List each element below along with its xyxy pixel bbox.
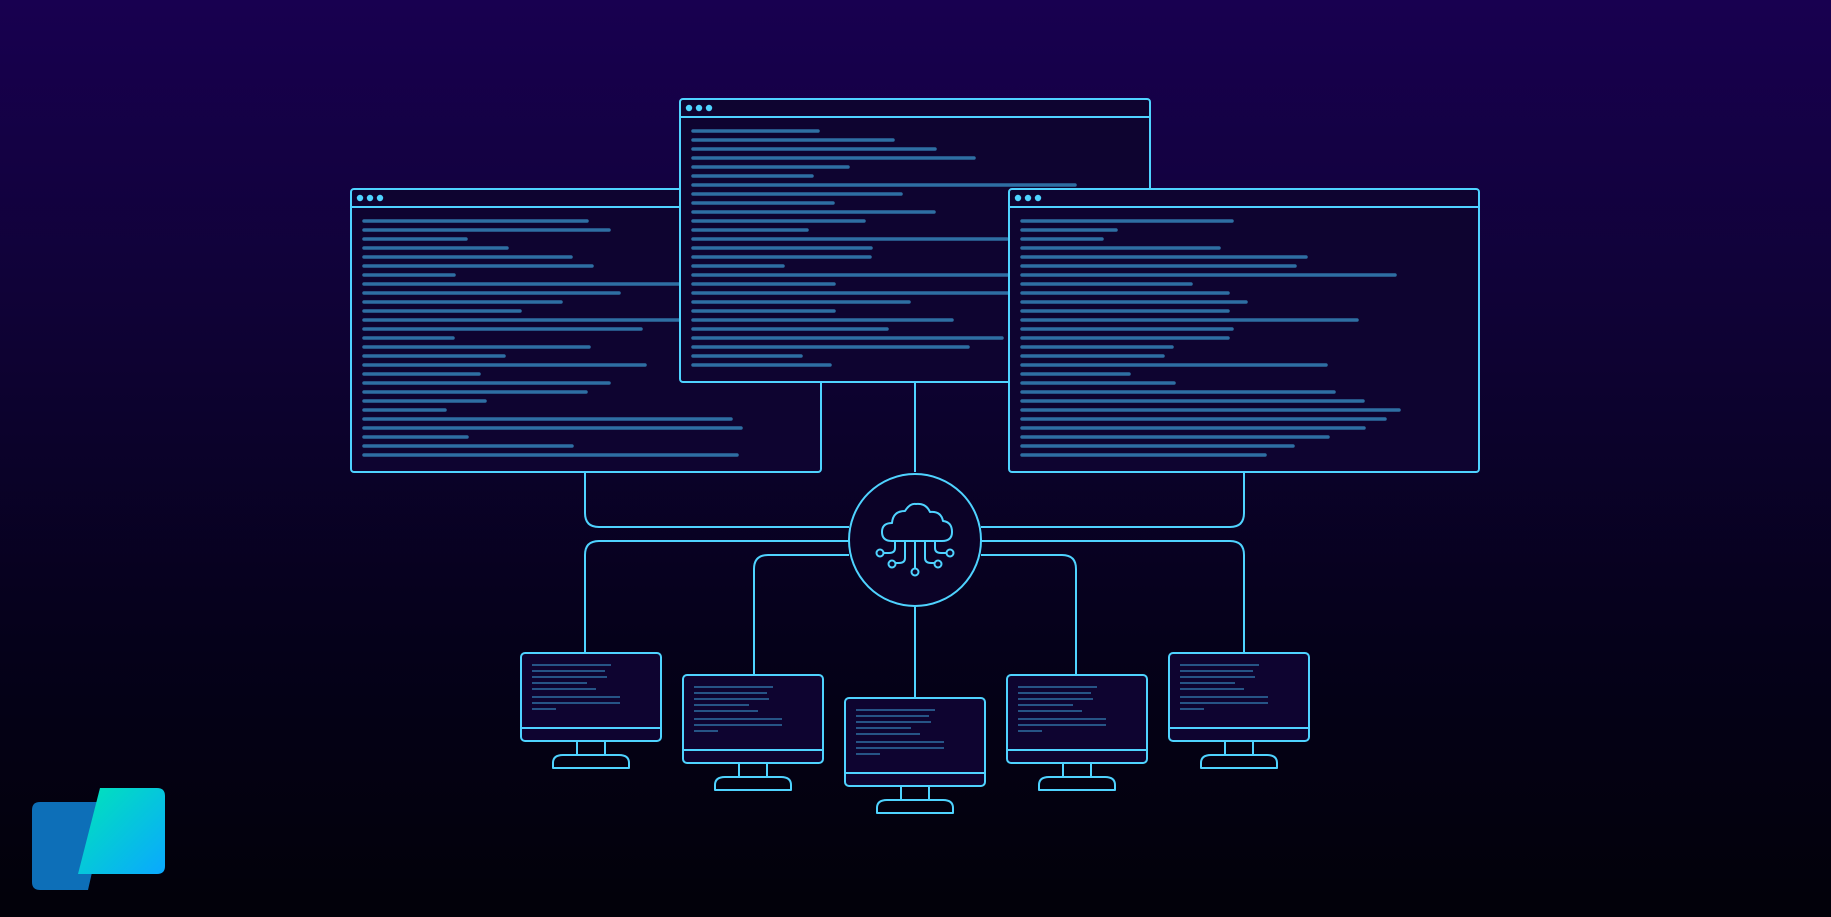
circuit-node (875, 548, 885, 558)
monitor-neck (900, 786, 930, 800)
connector-line-4 (584, 540, 849, 653)
circuit-trace (883, 540, 896, 554)
client-monitor-5 (1168, 652, 1310, 769)
monitor-stand (876, 799, 954, 814)
window-control-dot (685, 104, 693, 112)
cloud-network-icon (875, 502, 955, 577)
monitor-stand (714, 776, 792, 791)
code-windows (350, 98, 1480, 473)
client-monitors (520, 652, 1310, 814)
client-monitor-2 (682, 674, 824, 791)
connector-line-3 (981, 472, 1245, 528)
circuit-trace (924, 540, 935, 564)
window-control-dot (356, 194, 364, 202)
window-control-dot (705, 104, 713, 112)
window-control-dot (1024, 194, 1032, 202)
client-monitor-1 (520, 652, 662, 769)
monitor-neck (1224, 741, 1254, 755)
client-monitor-4 (1006, 674, 1148, 791)
monitor-neck (576, 741, 606, 755)
monitor-neck (738, 763, 768, 777)
monitor-stand (552, 754, 630, 769)
connector-line-5 (753, 554, 849, 675)
cloud-hub (848, 473, 982, 607)
monitor-stand (1200, 754, 1278, 769)
monitor-stand (1038, 776, 1116, 791)
circuit-trace (934, 540, 947, 554)
connector-line-7 (981, 554, 1077, 675)
circuit-node (933, 559, 943, 569)
monitor-neck (1062, 763, 1092, 777)
right-code-window (1008, 188, 1480, 473)
window-control-dot (695, 104, 703, 112)
brand-logo-icon (32, 788, 165, 890)
client-monitor-3 (844, 697, 986, 814)
window-control-dot (376, 194, 384, 202)
connector-line-8 (981, 540, 1245, 653)
circuit-node (910, 567, 920, 577)
window-control-dot (1034, 194, 1042, 202)
circuit-trace (895, 540, 906, 564)
cloud-outline (881, 502, 953, 542)
window-control-dot (366, 194, 374, 202)
window-control-dot (1014, 194, 1022, 202)
circuit-node (887, 559, 897, 569)
circuit-node (945, 548, 955, 558)
connector-line-2 (584, 472, 849, 528)
connector-lines (584, 382, 1245, 698)
